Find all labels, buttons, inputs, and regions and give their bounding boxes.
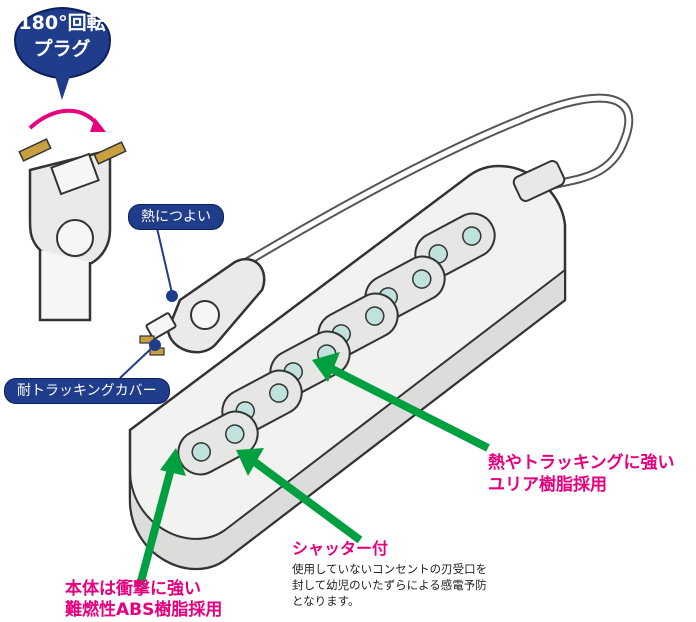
urea-resin-line2: ユリア樹脂採用 <box>488 475 607 495</box>
urea-resin-line1: 熱やトラッキングに強い <box>488 453 675 473</box>
badge-line2: プラグ <box>33 38 91 60</box>
anti-tracking-cover-tag: 耐トラッキングカバー <box>4 378 170 404</box>
shutter-desc-line1: 使用していないコンセントの刃受口を <box>292 562 488 576</box>
rotating-plug <box>18 108 127 322</box>
rotation-badge-text: 180°回転 プラグ <box>12 10 112 88</box>
shutter-title: シャッター付 <box>292 539 389 558</box>
plug-head <box>139 257 266 356</box>
heat-leader-line <box>156 227 173 294</box>
badge-line1: 180°回転 <box>18 12 106 34</box>
shutter-description: 使用していないコンセントの刃受口を 封して幼児のいたずらによる感電予防 となりま… <box>292 561 487 609</box>
body-line1: 本体は衝撃に強い <box>65 579 201 599</box>
tracking-leader-line <box>119 344 156 379</box>
green-arrows <box>136 352 490 587</box>
body-line2: 難燃性ABS樹脂採用 <box>65 600 223 620</box>
shutter-desc-line3: となります。 <box>292 594 360 608</box>
shutter-desc-line2: 封して幼児のいたずらによる感電予防 <box>292 578 487 592</box>
rotation-badge <box>13 6 112 100</box>
heat-resistant-tag: 熱につよい <box>128 204 224 230</box>
socket-row <box>177 212 496 476</box>
